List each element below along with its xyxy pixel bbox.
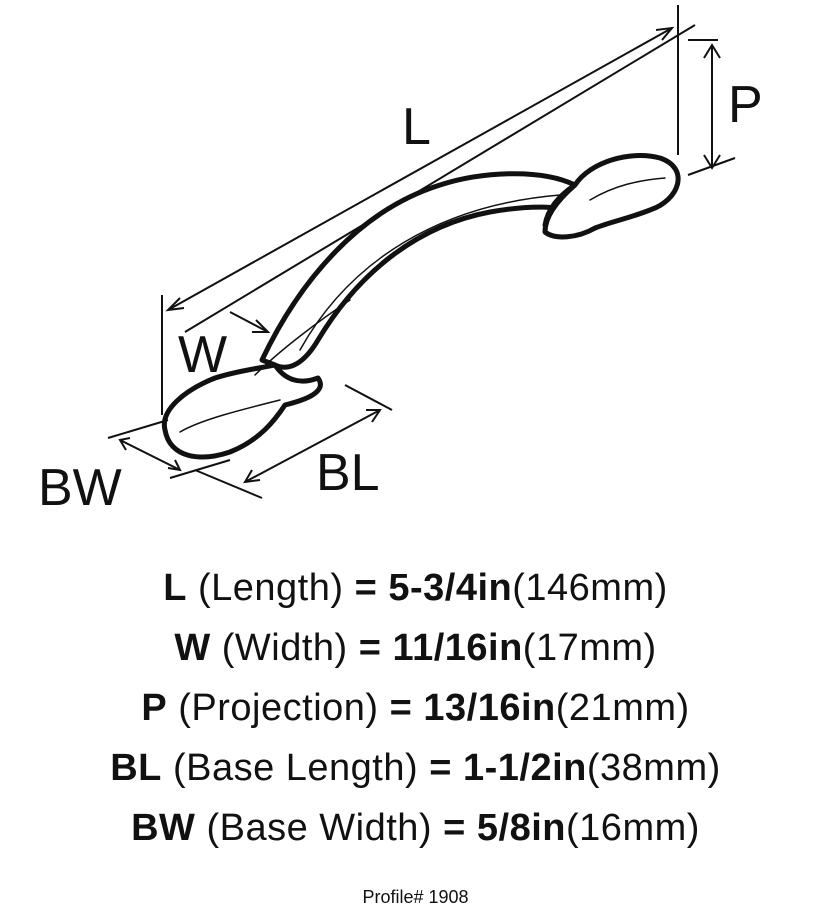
spec-abbr: BW <box>131 807 196 849</box>
spec-metric: (16mm) <box>566 807 700 849</box>
spec-metric: (21mm) <box>555 687 690 729</box>
spec-imperial: 5-3/4in <box>388 567 513 609</box>
dimension-label-bw: BW <box>38 459 122 517</box>
spec-row-projection: P (Projection) = 13/16in(21mm) <box>0 686 831 730</box>
spec-metric: (38mm) <box>586 747 721 789</box>
dimension-label-w: W <box>178 326 227 384</box>
dimension-label-p: P <box>728 76 763 134</box>
cabinet-pull-drawing <box>161 153 681 460</box>
spec-metric: (146mm) <box>512 567 668 609</box>
spec-name: (Projection) <box>178 687 379 729</box>
spec-name: (Length) <box>197 567 344 609</box>
spec-imperial: 11/16in <box>392 627 523 669</box>
dimension-lines <box>107 5 736 499</box>
spec-row-width: W (Width) = 11/16in(17mm) <box>0 626 831 670</box>
spec-row-length: L (Length) = 5-3/4in(146mm) <box>0 566 831 610</box>
spec-abbr: W <box>174 627 211 669</box>
dimension-label-bl: BL <box>316 444 380 502</box>
spec-imperial: 1-1/2in <box>462 747 587 789</box>
spec-abbr: P <box>141 687 168 729</box>
handle-dimension-diagram: L P W BW BL <box>38 5 763 517</box>
spec-row-base-width: BW (Base Width) = 5/8in(16mm) <box>0 806 831 850</box>
spec-equals: = <box>389 687 413 729</box>
spec-imperial: 5/8in <box>476 807 567 849</box>
profile-number: Profile# 1908 <box>362 887 469 907</box>
spec-abbr: L <box>163 567 187 609</box>
spec-equals: = <box>358 627 382 669</box>
spec-metric: (17mm) <box>522 627 657 669</box>
spec-imperial: 13/16in <box>423 687 556 729</box>
spec-row-base-length: BL (Base Length) = 1-1/2in(38mm) <box>0 746 831 790</box>
spec-name: (Width) <box>221 627 348 669</box>
spec-abbr: BL <box>110 747 162 789</box>
spec-name: (Base Width) <box>206 807 433 849</box>
spec-equals: = <box>443 807 466 849</box>
spec-equals: = <box>354 567 378 609</box>
spec-name: (Base Length) <box>172 747 419 789</box>
spec-equals: = <box>429 747 452 789</box>
dimension-label-l: L <box>402 98 431 156</box>
